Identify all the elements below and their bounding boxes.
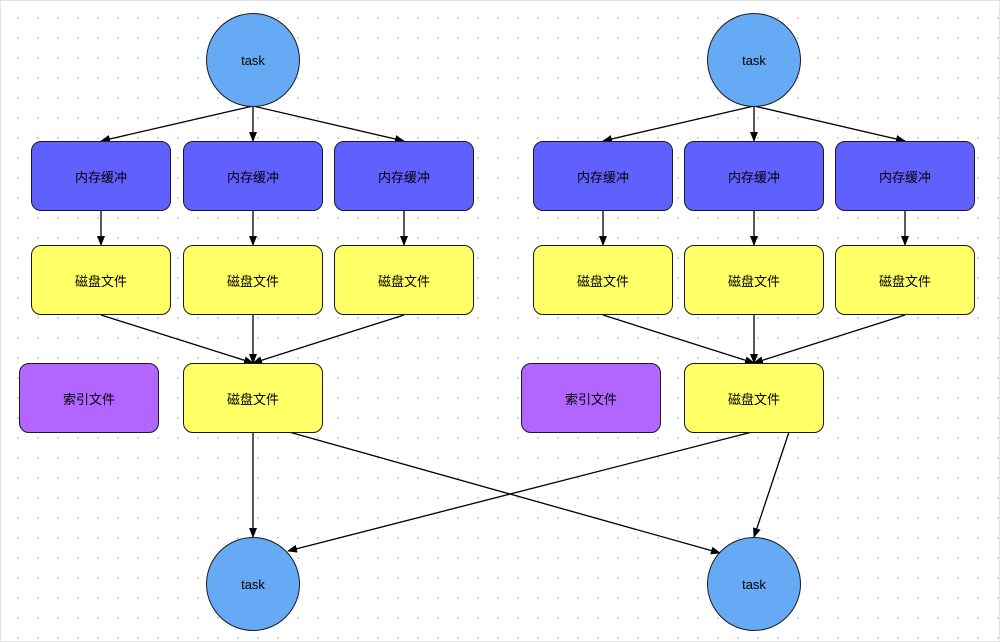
disk-file-label: 磁盘文件 [727,274,780,290]
disk-file-node-right-3[interactable]: 磁盘文件 [835,245,975,315]
edge-left-task-to-buffer-1 [100,105,254,143]
edge-right-task-to-buffer-1 [602,105,755,143]
disk-file-label: 磁盘文件 [226,274,279,290]
memory-buffer-node-left-1[interactable]: 内存缓冲 [31,141,171,211]
task-node-label: task [742,52,766,68]
task-node-left-top[interactable]: task [206,13,300,107]
disk-file-node-right-1[interactable]: 磁盘文件 [533,245,673,315]
memory-buffer-label: 内存缓冲 [727,170,780,186]
index-file-node-right[interactable]: 索引文件 [521,363,661,433]
disk-file-label: 磁盘文件 [576,274,629,290]
task-node-left-bottom[interactable]: task [206,537,300,631]
edge-right-disk-3-to-merged [753,314,906,365]
disk-file-label: 磁盘文件 [74,274,127,290]
disk-file-label: 磁盘文件 [226,392,279,408]
memory-buffer-node-right-3[interactable]: 内存缓冲 [835,141,975,211]
memory-buffer-node-right-1[interactable]: 内存缓冲 [533,141,673,211]
task-node-label: task [241,576,265,592]
index-file-label: 索引文件 [564,392,617,408]
disk-file-label: 磁盘文件 [377,274,430,290]
memory-buffer-label: 内存缓冲 [576,170,629,186]
edge-right-task-to-buffer-3 [753,105,906,143]
edge-left-merged-to-right-task [288,431,721,555]
disk-file-node-left-1[interactable]: 磁盘文件 [31,245,171,315]
task-node-label: task [241,52,265,68]
edge-left-disk-1-to-merged [100,314,254,365]
merged-disk-file-node-left[interactable]: 磁盘文件 [183,363,323,433]
disk-file-node-left-3[interactable]: 磁盘文件 [334,245,474,315]
memory-buffer-node-left-3[interactable]: 内存缓冲 [334,141,474,211]
disk-file-label: 磁盘文件 [727,392,780,408]
memory-buffer-label: 内存缓冲 [377,170,430,186]
disk-file-label: 磁盘文件 [878,274,931,290]
edge-right-merged-to-left-task [287,431,753,553]
memory-buffer-label: 内存缓冲 [878,170,931,186]
edge-left-disk-3-to-merged [252,314,405,365]
edge-left-task-to-buffer-3 [252,105,405,143]
task-node-right-top[interactable]: task [707,13,801,107]
disk-file-node-right-2[interactable]: 磁盘文件 [684,245,824,315]
index-file-node-left[interactable]: 索引文件 [19,363,159,433]
task-node-right-bottom[interactable]: task [707,537,801,631]
memory-buffer-node-right-2[interactable]: 内存缓冲 [684,141,824,211]
merged-disk-file-node-right[interactable]: 磁盘文件 [684,363,824,433]
task-node-label: task [742,576,766,592]
memory-buffer-label: 内存缓冲 [226,170,279,186]
disk-file-node-left-2[interactable]: 磁盘文件 [183,245,323,315]
memory-buffer-label: 内存缓冲 [74,170,127,186]
memory-buffer-node-left-2[interactable]: 内存缓冲 [183,141,323,211]
index-file-label: 索引文件 [62,392,115,408]
edge-right-disk-1-to-merged [602,314,755,365]
edge-right-merged-to-right-task [753,431,790,538]
